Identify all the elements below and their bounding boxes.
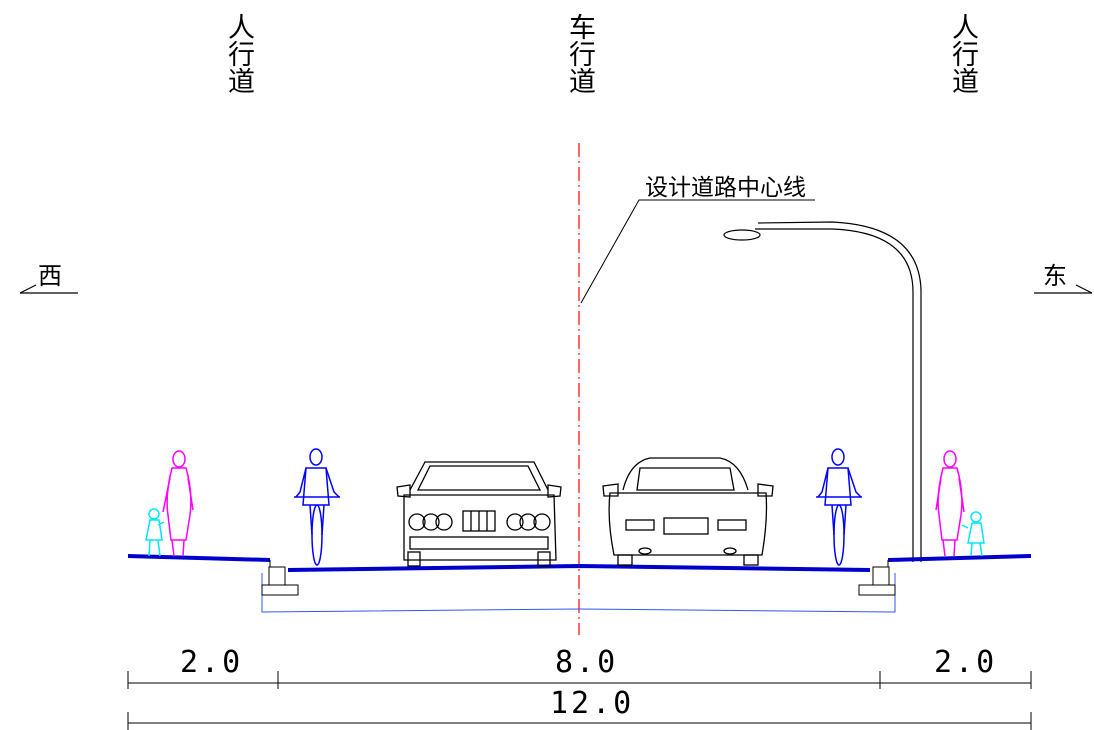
left-child-pedestrian (145, 508, 165, 557)
right-sidewalk-label: 人行道 (947, 13, 978, 94)
east-direction-marker (1034, 284, 1093, 294)
left-sidewalk-width: 2.0 (180, 645, 244, 680)
east-label: 东 (1043, 262, 1067, 290)
total-width: 12.0 (550, 686, 635, 721)
right-sidewalk-surface (887, 554, 1032, 562)
road-structure (127, 554, 1032, 613)
right-child-pedestrian (961, 511, 985, 557)
right-adult-pedestrian (935, 450, 965, 557)
right-sidewalk-width: 2.0 (934, 645, 998, 680)
roadway-surface (287, 563, 871, 572)
centerline-callout-label: 设计道路中心线 (645, 175, 806, 201)
left-sidewalk-label: 人行道 (223, 13, 254, 94)
car-rear-view (602, 457, 774, 566)
left-curb (261, 560, 299, 596)
left-cyclist (294, 448, 340, 566)
left-sidewalk-surface (127, 554, 271, 562)
dimension-lines (127, 671, 1032, 730)
roadway-width: 8.0 (555, 645, 619, 680)
street-light (723, 221, 922, 562)
right-curb (858, 560, 896, 596)
right-cyclist (816, 448, 862, 566)
west-label: 西 (38, 262, 62, 290)
west-direction-marker (19, 284, 78, 294)
left-adult-pedestrian (162, 450, 194, 557)
roadway-label: 车行道 (564, 13, 595, 94)
pavement-base (261, 573, 896, 613)
centerline-leader (580, 199, 815, 304)
car-front-view (396, 461, 562, 567)
